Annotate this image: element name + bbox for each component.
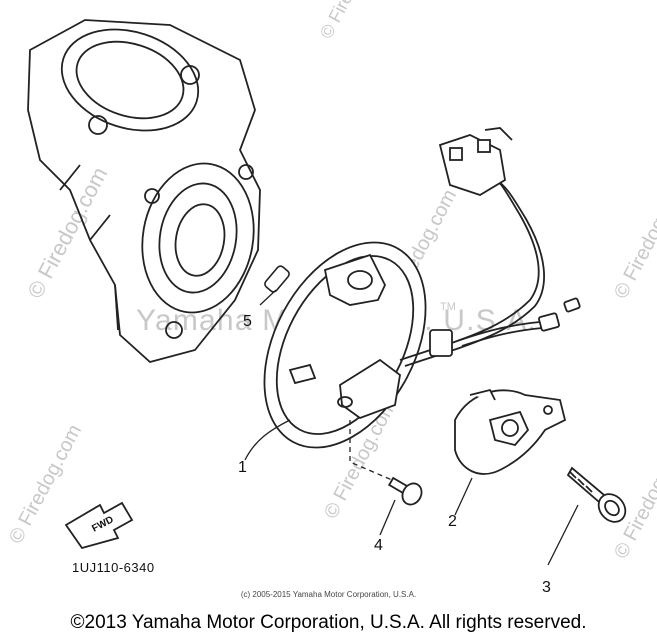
svg-text:© Firedog.com: © Firedog.com [22, 163, 112, 302]
screw-part-4 [387, 476, 423, 506]
callout-5: 5 [243, 313, 252, 330]
main-copyright: ©2013 Yamaha Motor Corporation, U.S.A. A… [70, 612, 587, 633]
drawing-code: 1UJ110-6340 [72, 560, 155, 575]
small-copyright: (c) 2005-2015 Yamaha Motor Corporation, … [240, 590, 417, 599]
stator-assembly-part-1 [263, 241, 427, 449]
bolt-part-3 [566, 466, 627, 523]
firedog-watermark-right-top: © Firedog.com [610, 176, 657, 302]
engine-crankcase-drawing [27, 19, 261, 363]
firedog-watermark-top-center: © Firedog.com [316, 0, 389, 42]
callout-leader-lines [244, 289, 579, 566]
svg-text:© Firedog.com: © Firedog.com [316, 0, 389, 42]
callout-2: 2 [448, 513, 457, 530]
dowel-pin-part-5 [264, 265, 290, 293]
callout-4: 4 [374, 537, 383, 554]
pulser-plate-part-2 [454, 388, 567, 475]
wire-harness [399, 127, 581, 367]
callout-3: 3 [542, 579, 551, 596]
firedog-watermark-left: © Firedog.com [22, 163, 112, 302]
trademark-mark: TM [440, 301, 456, 313]
svg-text:© Firedog.com: © Firedog.com [610, 176, 657, 302]
callout-1: 1 [238, 459, 247, 476]
fwd-direction-arrow: FWD [64, 501, 134, 550]
